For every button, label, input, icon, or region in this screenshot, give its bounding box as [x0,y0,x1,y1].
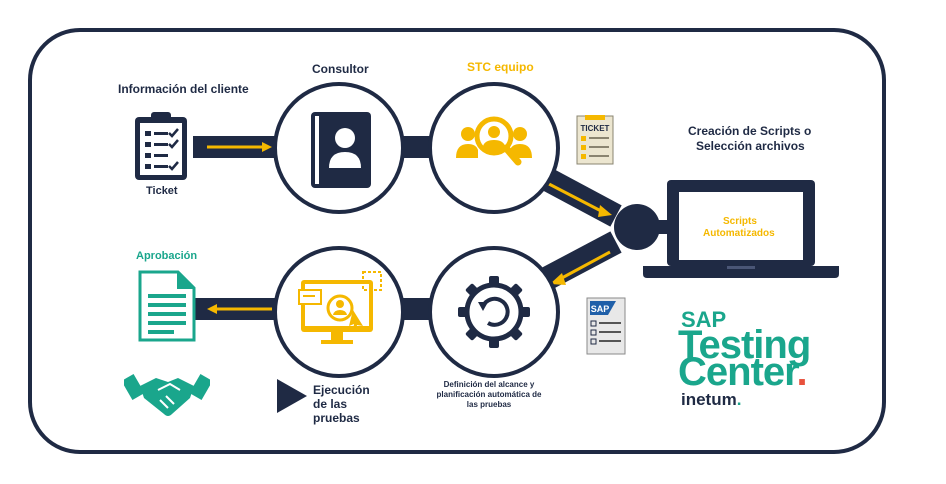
play-triangle-icon [277,379,307,413]
label-scripts-2: Automatizados [703,228,775,239]
connector-hub-definicion [542,231,622,289]
ticket-card-icon: TICKET [576,115,614,165]
brand-sap: SAP [681,307,727,332]
clipboard-checklist-icon [132,111,190,183]
label-definicion-1: Definición del alcance y [443,380,535,389]
brand-center: Center. [678,350,808,394]
brand-inetum: inetum. [681,390,741,410]
label-ejecucion-3: pruebas [313,411,360,425]
brand-inetum-mark: . [736,390,742,409]
brand-center-word: Center [678,350,797,394]
label-stc: STC equipo [467,60,534,74]
diagram-frame [28,28,886,454]
consultor-circle [273,82,405,214]
label-creacion-1: Creación de Scripts o [688,124,812,138]
label-definicion-3: las pruebas [466,400,512,409]
connector-consultor-stc [402,136,432,158]
sap-card-label: SAP [591,304,610,314]
stc-circle [428,82,560,214]
ticket-card-label: TICKET [581,124,610,133]
label-cliente: Información del cliente [118,82,249,96]
brand-period: . [796,350,808,394]
brand-inetum-word: inetum [681,390,737,409]
handshake-icon [124,368,210,424]
label-consultor: Consultor [312,62,369,76]
label-ejecucion-1: Ejecución [313,383,370,397]
definicion-circle [428,246,560,378]
label-ejecucion-2: de las [313,397,348,411]
label-creacion-2: Selección archivos [696,139,805,153]
laptop-icon [643,178,839,280]
label-scripts-1: Scripts [723,216,757,227]
brand-testing: Testing [678,323,811,367]
label-aprobacion: Aprobación [136,250,198,262]
sap-document-icon: SAP [586,297,626,355]
hub-node [614,204,660,250]
label-definicion-2: planificación automática de [436,390,542,399]
document-icon [138,270,196,342]
ejecucion-circle [273,246,405,378]
label-ticket: Ticket [146,185,178,197]
connector-definicion-ejecucion [402,298,432,320]
